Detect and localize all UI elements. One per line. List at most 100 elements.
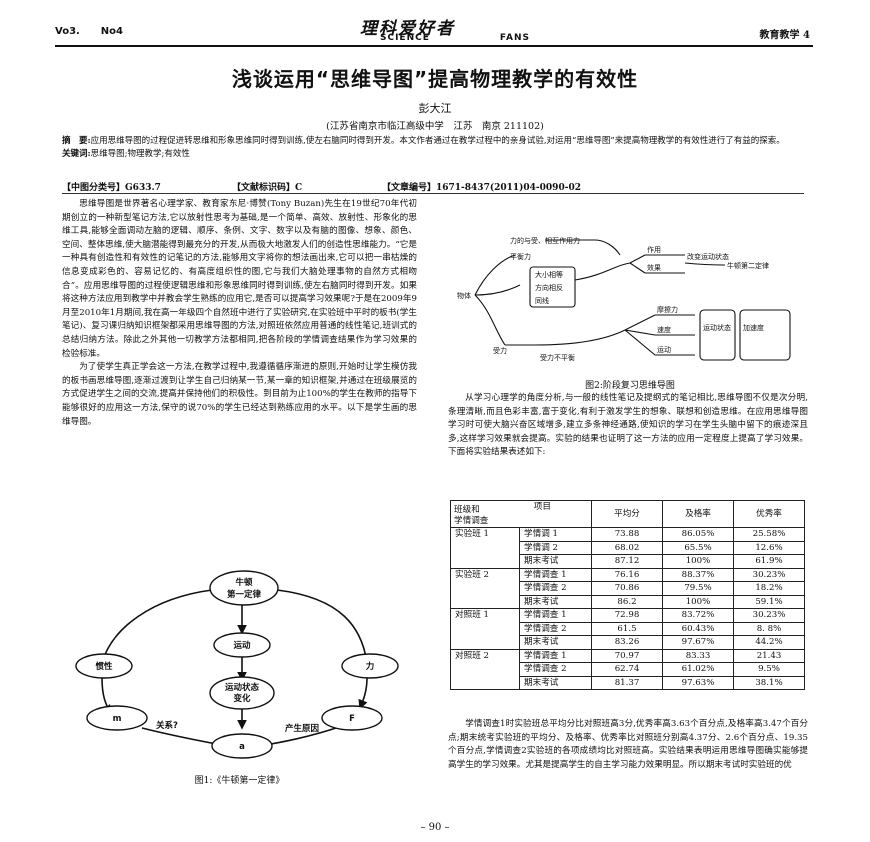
- cell-avg: 87.12: [591, 554, 663, 569]
- fig2-label: 大小相等: [535, 270, 563, 279]
- cell-avg: 86.2: [591, 594, 663, 609]
- figure-2: 力的与受、相互作用力 平衡力 物体 受力 大小相等 方向相反 同线 作用 效果 …: [455, 235, 805, 375]
- figure-1: 牛顿 第一定律 惯性 运动 力 运动状态 变化 m F a 关系? 产生原因: [62, 568, 417, 768]
- cell-excellent: 30.23%: [733, 567, 805, 582]
- cell-pass: 100%: [662, 594, 734, 609]
- node-motion: 运动: [233, 640, 251, 651]
- figure-1-caption: 图1:《牛顿第一定律》: [194, 776, 285, 786]
- journal-sub-right: FANS: [499, 33, 530, 43]
- row-label: 学情调查 1: [519, 567, 592, 582]
- node-force: 力: [366, 661, 375, 672]
- abstract: 摘 要:应用思维导图的过程促进转思维和形象思维同时得到训练,使左右脑同时得到开发…: [62, 135, 804, 161]
- abstract-text: 应用思维导图的过程促进转思维和形象思维同时得到训练,使左右脑同时得到开发。本文作…: [90, 136, 785, 146]
- fig2-label: 物体: [457, 291, 471, 300]
- cell-pass: 65.5%: [662, 540, 734, 555]
- header-excellent: 优秀率: [733, 500, 805, 528]
- classification-line: 【中图分类号】G633.7 【文献标识码】C 【文章编号】1671-8437(201…: [62, 180, 804, 193]
- issue-number: No4: [100, 26, 123, 37]
- fig2-label: 方向相反: [535, 283, 563, 292]
- cell-pass: 83.72%: [662, 608, 734, 623]
- section-label: 教育教学 4: [759, 30, 810, 41]
- left-column: 思维导图是世界著名心理学家、教育家东尼·博赞(Tony Buzan)先生在19世…: [62, 198, 417, 429]
- node-f: F: [349, 714, 355, 724]
- node-state-2: 变化: [233, 693, 251, 704]
- keywords-text: 思维导图;物理教学;有效性: [90, 149, 190, 159]
- clc-number: 【中图分类号】G633.7: [62, 183, 161, 193]
- group-name: 对照班 1: [450, 608, 520, 650]
- cell-excellent: 30.23%: [733, 608, 805, 623]
- fig2-label: 平衡力: [510, 252, 531, 261]
- node-inertia: 惯性: [95, 661, 113, 672]
- fig2-label: 运动: [657, 345, 671, 354]
- cell-avg: 70.86: [591, 581, 663, 596]
- cell-pass: 88.37%: [662, 567, 734, 582]
- volume-label: Vo3. No4: [55, 26, 123, 37]
- cell-excellent: 9.5%: [733, 662, 805, 677]
- fig2-label: 力的与受、相互作用力: [510, 236, 580, 245]
- fig2-label: 牛顿第二定律: [727, 261, 769, 270]
- newton-law-mind-map: 牛顿 第一定律 惯性 运动 力 运动状态 变化 m F a 关系? 产生原因: [75, 570, 399, 759]
- cell-excellent: 25.58%: [733, 527, 805, 542]
- cell-excellent: 12.6%: [733, 540, 805, 555]
- header-avg: 平均分: [591, 500, 663, 528]
- cell-excellent: 21.43: [733, 648, 805, 663]
- fig2-label: 作用: [647, 245, 661, 254]
- cell-excellent: 8. 8%: [733, 621, 805, 636]
- label-relation: 关系?: [156, 720, 178, 731]
- row-label: 学情调查 1: [519, 648, 592, 663]
- group-name: 实验班 1: [450, 527, 520, 569]
- label-produce: 产生原因: [285, 723, 319, 734]
- doc-code: 【文献标识码】C: [232, 183, 303, 193]
- paragraph: 从学习心理学的角度分析,与一般的线性笔记及提纲式的笔记相比,思维导图不仅是次分明…: [448, 393, 808, 458]
- corner-top: 项目: [533, 502, 551, 512]
- cell-pass: 86.05%: [662, 527, 734, 542]
- cell-excellent: 61.9%: [733, 554, 805, 569]
- fig2-label: 受力不平衡: [540, 353, 575, 362]
- cell-avg: 68.02: [591, 540, 663, 555]
- journal-logo: 理科爱好者: [360, 19, 455, 39]
- cell-pass: 100%: [662, 554, 734, 569]
- cell-avg: 70.97: [591, 648, 663, 663]
- article-number: 【文章编号】1671-8437(2011)04-0090-02: [382, 183, 581, 193]
- node-m: m: [113, 714, 122, 724]
- node-top-2: 第一定律: [227, 589, 262, 600]
- paragraph: 思维导图是世界著名心理学家、教育家东尼·博赞(Tony Buzan)先生在19世…: [62, 199, 417, 359]
- cell-pass: 83.33: [662, 648, 734, 663]
- paragraph: 学情调查1时实验班总平均分比对照班高3分,优秀率高3.63个百分点,及格率高3.…: [448, 719, 808, 770]
- paragraph: 为了使学生真正学会这一方法,在教学过程中,我遵循循序渐进的原则,开始时让学生模仿…: [62, 362, 417, 427]
- corner-bottom-1: 班级和: [454, 505, 480, 515]
- fig2-label: 效果: [647, 263, 661, 272]
- cell-excellent: 18.2%: [733, 581, 805, 596]
- cell-excellent: 44.2%: [733, 635, 805, 650]
- row-label: 学情调查 2: [519, 621, 592, 636]
- volume: Vo3.: [55, 26, 80, 37]
- review-mind-map: 力的与受、相互作用力 平衡力 物体 受力 大小相等 方向相反 同线 作用 效果 …: [457, 236, 791, 362]
- row-label: 期末考试: [519, 554, 592, 569]
- keywords-label: 关键词:: [62, 149, 91, 159]
- page-number: – 90 –: [420, 822, 450, 833]
- figure-2-caption: 图2:阶段复习思维导图: [585, 381, 675, 391]
- row-label: 学情调查 1: [519, 608, 592, 623]
- row-label: 学情调查 2: [519, 662, 592, 677]
- affiliation: (江苏省南京市临江高级中学 江苏 南京 211102): [326, 121, 544, 132]
- cell-pass: 79.5%: [662, 581, 734, 596]
- row-label: 期末考试: [519, 594, 592, 609]
- corner-bottom-2: 学情调查: [454, 516, 489, 526]
- fig2-label: 改变运动状态: [687, 252, 729, 261]
- cell-pass: 97.67%: [662, 635, 734, 650]
- table-header-row: 项目 班级和 学情调查 平均分 及格率 优秀率: [450, 500, 805, 528]
- abstract-rule: [62, 193, 804, 194]
- cell-excellent: 59.1%: [733, 594, 805, 609]
- author: 彭大江: [418, 102, 452, 115]
- node-a: a: [239, 742, 245, 752]
- group-name: 对照班 2: [450, 648, 520, 690]
- table-corner: 项目 班级和 学情调查: [450, 500, 592, 528]
